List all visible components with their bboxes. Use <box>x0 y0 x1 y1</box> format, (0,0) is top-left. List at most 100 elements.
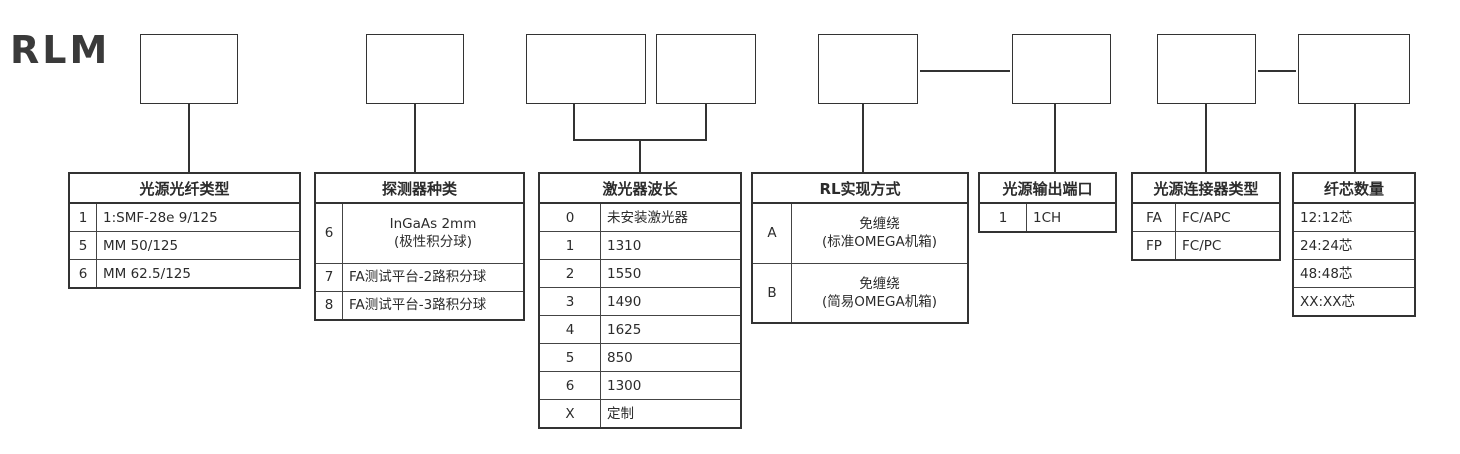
table-row: 12:12芯 <box>1292 202 1416 232</box>
option-code: 6 <box>538 371 601 400</box>
table-title: 光源连接器类型 <box>1132 173 1280 204</box>
option-desc: 1310 <box>600 231 742 260</box>
table-core-count: 纤芯数量 12:12芯 24:24芯 48:48芯 XX:XX芯 <box>1292 172 1416 317</box>
table-row: 8 FA测试平台-3路积分球 <box>314 290 525 320</box>
code-box-rl-method <box>818 34 918 104</box>
option-desc-line1: InGaAs 2mm <box>389 216 477 233</box>
table-detector-type: 探测器种类 6 InGaAs 2mm (极性积分球) 7 FA测试平台-2路积分… <box>314 172 525 321</box>
table-output-port: 光源输出端口 1 1CH <box>978 172 1117 233</box>
option-code: 6 <box>68 259 97 289</box>
table-connector-type: 光源连接器类型 FA FC/APC FP FC/PC <box>1131 172 1281 261</box>
option-code: B <box>751 262 792 324</box>
dash-rl-to-port <box>920 70 1010 72</box>
table-row: 6 InGaAs 2mm (极性积分球) <box>314 202 525 264</box>
option-code: 5 <box>538 343 601 372</box>
option-code: FA <box>1131 202 1176 232</box>
option-code: 1 <box>538 231 601 260</box>
option-desc-line2: (极性积分球) <box>393 234 473 251</box>
table-title: 光源光纤类型 <box>69 173 300 204</box>
option-desc: FC/APC <box>1175 202 1281 232</box>
table-title: 光源输出端口 <box>979 173 1116 204</box>
table-row: 1 1CH <box>978 202 1117 233</box>
table-title: RL实现方式 <box>752 173 968 204</box>
model-prefix: RLM <box>10 28 111 72</box>
option-code: FP <box>1131 231 1176 261</box>
connector-wave-right <box>705 104 707 140</box>
option-code: 6 <box>314 202 343 264</box>
table-row: B 免缠绕 (简易OMEGA机箱) <box>751 262 969 324</box>
option-code: 2 <box>538 259 601 288</box>
option-code: 7 <box>314 262 343 292</box>
option-desc-line2: (标准OMEGA机箱) <box>821 234 938 251</box>
table-row: A 免缠绕 (标准OMEGA机箱) <box>751 202 969 264</box>
option-desc: 未安装激光器 <box>600 202 742 232</box>
table-row: 6 MM 62.5/125 <box>68 259 301 289</box>
connector-wave-down <box>639 139 641 172</box>
connector-wave-left <box>573 104 575 140</box>
option-code: 5 <box>68 231 97 260</box>
option-desc: FA测试平台-2路积分球 <box>342 262 525 292</box>
connector-connector <box>1205 104 1207 172</box>
code-box-output-port <box>1012 34 1111 104</box>
table-row: 48:48芯 <box>1292 259 1416 288</box>
option-code: 0 <box>538 202 601 232</box>
code-box-connector <box>1157 34 1256 104</box>
connector-detector <box>414 104 416 172</box>
option-desc: XX:XX芯 <box>1292 287 1416 317</box>
table-title: 激光器波长 <box>539 173 741 204</box>
option-desc: 1CH <box>1026 202 1117 233</box>
option-desc: 1:SMF-28e 9/125 <box>96 202 301 232</box>
option-desc: MM 50/125 <box>96 231 301 260</box>
table-row: 5 MM 50/125 <box>68 231 301 260</box>
option-desc-line1: 免缠绕 <box>859 216 900 233</box>
table-row: XX:XX芯 <box>1292 287 1416 317</box>
option-desc: FC/PC <box>1175 231 1281 261</box>
option-code: 1 <box>68 202 97 232</box>
option-desc-line1: 免缠绕 <box>859 275 900 292</box>
code-box-fiber <box>140 34 238 104</box>
table-row: FA FC/APC <box>1131 202 1281 232</box>
option-desc: 定制 <box>600 399 742 429</box>
table-fiber-type: 光源光纤类型 1 1:SMF-28e 9/125 5 MM 50/125 6 M… <box>68 172 301 289</box>
option-desc: 12:12芯 <box>1292 202 1416 232</box>
option-code: 4 <box>538 315 601 344</box>
dash-connector-to-core <box>1258 70 1296 72</box>
option-desc: MM 62.5/125 <box>96 259 301 289</box>
table-row: 7 FA测试平台-2路积分球 <box>314 262 525 292</box>
option-desc: 24:24芯 <box>1292 231 1416 260</box>
connector-fiber <box>188 104 190 172</box>
option-desc: 免缠绕 (标准OMEGA机箱) <box>791 202 969 264</box>
option-desc: FA测试平台-3路积分球 <box>342 290 525 320</box>
option-desc: 48:48芯 <box>1292 259 1416 288</box>
connector-rl <box>862 104 864 172</box>
option-code: 3 <box>538 287 601 316</box>
table-row: 1 1:SMF-28e 9/125 <box>68 202 301 232</box>
connector-port <box>1054 104 1056 172</box>
code-box-core-count <box>1298 34 1410 104</box>
option-desc-line2: (简易OMEGA机箱) <box>821 293 938 310</box>
code-box-wavelength-1 <box>526 34 646 104</box>
connector-core <box>1354 104 1356 172</box>
option-code: 1 <box>978 202 1027 233</box>
option-desc: 850 <box>600 343 742 372</box>
code-box-wavelength-2 <box>656 34 756 104</box>
option-desc: 1550 <box>600 259 742 288</box>
table-row: FP FC/PC <box>1131 231 1281 261</box>
table-title: 纤芯数量 <box>1293 173 1415 204</box>
option-code: X <box>538 399 601 429</box>
table-rl-method: RL实现方式 A 免缠绕 (标准OMEGA机箱) B 免缠绕 (简易OMEGA机… <box>751 172 969 324</box>
option-code: A <box>751 202 792 264</box>
option-desc: InGaAs 2mm (极性积分球) <box>342 202 525 264</box>
option-desc: 免缠绕 (简易OMEGA机箱) <box>791 262 969 324</box>
code-box-detector <box>366 34 464 104</box>
option-desc: 1300 <box>600 371 742 400</box>
